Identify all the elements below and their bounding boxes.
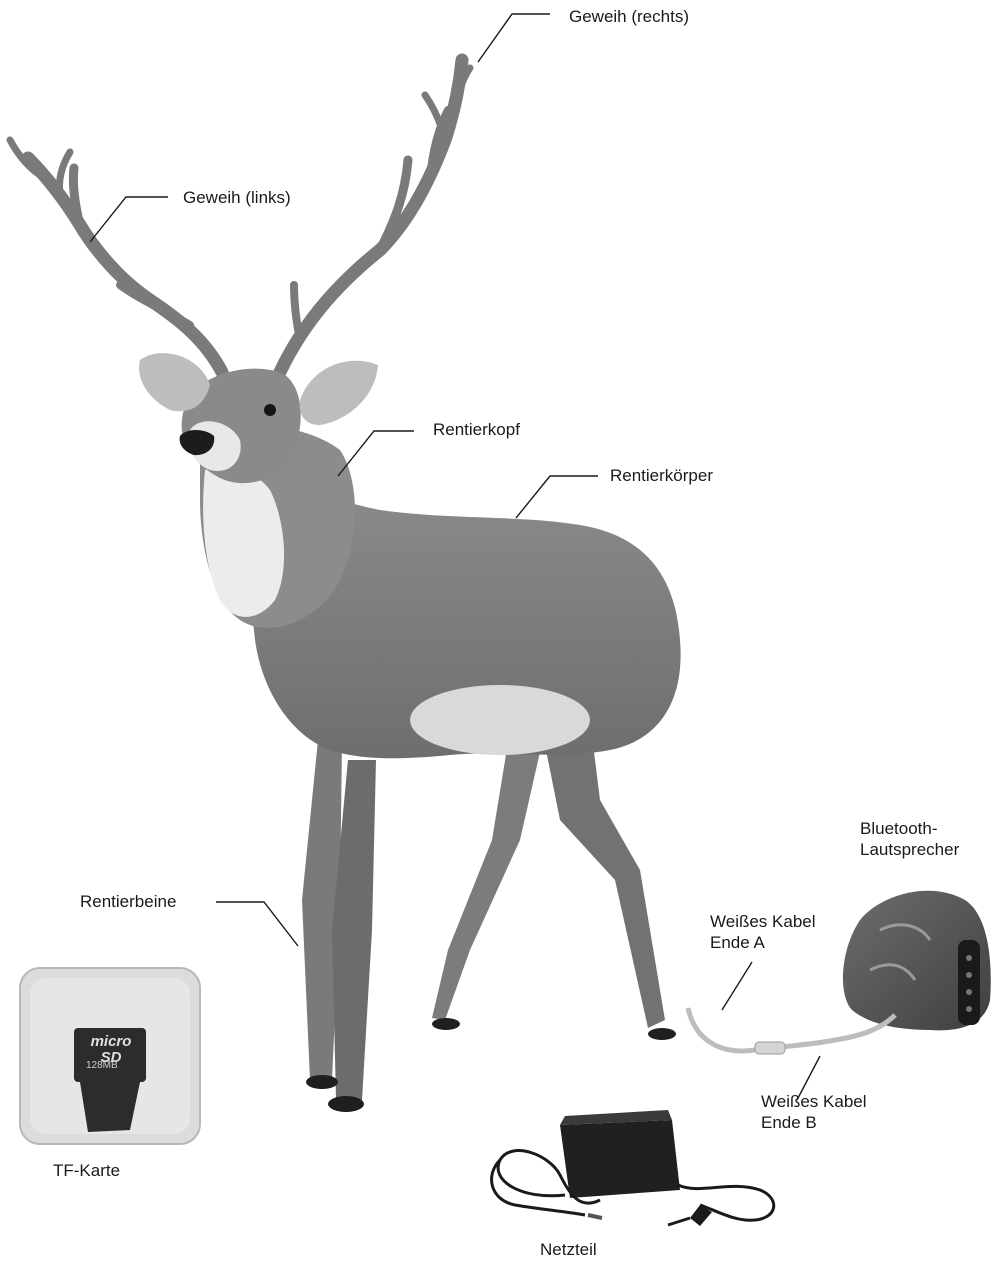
label-cable-a-line2: Ende A [710, 932, 816, 953]
belly-highlight [410, 685, 590, 755]
label-cable-a-line1: Weißes Kabel [710, 911, 816, 932]
leader-antler-left [90, 197, 168, 242]
label-adapter: Netzteil [540, 1239, 597, 1260]
eye [264, 404, 276, 416]
leader-body [516, 476, 598, 518]
antler-right [280, 60, 470, 372]
label-cable-a: Weißes Kabel Ende A [710, 911, 816, 953]
label-antler-left: Geweih (links) [183, 187, 291, 208]
leader-legs [216, 902, 298, 946]
label-legs: Rentierbeine [80, 891, 176, 912]
leader-antler-right [478, 14, 550, 62]
bluetooth-speaker [843, 891, 991, 1031]
ear-left [139, 353, 210, 411]
label-cable-b-line2: Ende B [761, 1112, 867, 1133]
legs [302, 720, 665, 1100]
label-head: Rentierkopf [433, 419, 520, 440]
power-adapter [492, 1110, 774, 1226]
label-cable-b-line1: Weißes Kabel [761, 1091, 867, 1112]
sd-card-brand-micro: micro [91, 1033, 132, 1050]
sd-card-capacity: 128MB [86, 1060, 118, 1071]
leader-head [338, 431, 414, 476]
leader-cable-a [722, 962, 752, 1010]
label-speaker-line1: Bluetooth- [860, 818, 959, 839]
label-speaker: Bluetooth- Lautsprecher [860, 818, 959, 860]
label-body: Rentierkörper [610, 465, 713, 486]
ear-right [300, 361, 378, 425]
antler-left [10, 140, 222, 372]
label-antler-right: Geweih (rechts) [569, 6, 689, 27]
label-speaker-line2: Lautsprecher [860, 839, 959, 860]
reindeer [10, 60, 681, 1112]
label-tf-card: TF-Karte [53, 1160, 120, 1181]
label-cable-b: Weißes Kabel Ende B [761, 1091, 867, 1133]
